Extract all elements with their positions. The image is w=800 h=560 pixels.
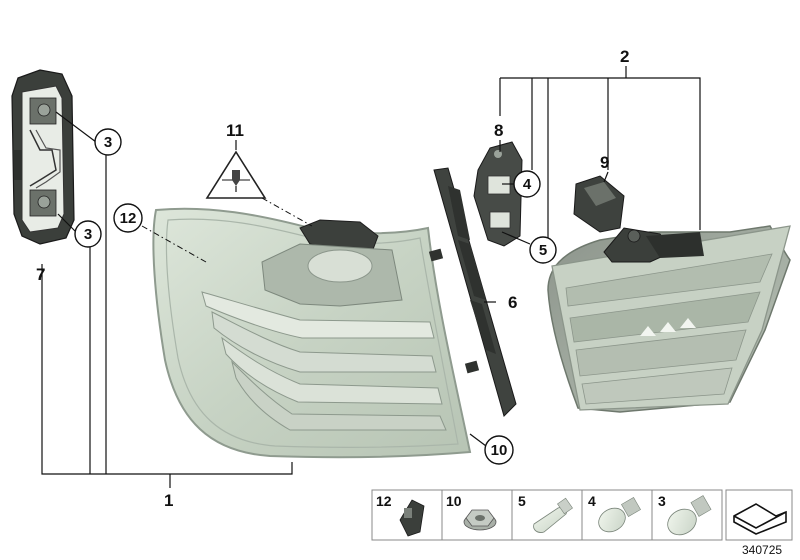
part-label-5: 5 bbox=[539, 242, 547, 259]
kit-legend: 12 10 5 4 3 bbox=[371, 489, 793, 541]
part-label-10: 10 bbox=[491, 442, 508, 459]
reference-number: 340725 bbox=[742, 543, 782, 557]
warning-triangle-icon bbox=[205, 150, 267, 199]
callout-3-lower: 3 bbox=[74, 220, 102, 248]
part-label-2: 2 bbox=[620, 47, 629, 66]
callout-3-upper: 3 bbox=[94, 128, 122, 156]
callout-12: 12 bbox=[113, 203, 143, 233]
callout-4: 4 bbox=[513, 170, 541, 198]
nut-icon bbox=[463, 509, 497, 531]
bulb-holder-icon bbox=[11, 69, 75, 245]
bulb-icon bbox=[598, 497, 641, 533]
bulb-icon bbox=[533, 497, 573, 533]
part-label-3b: 3 bbox=[84, 226, 92, 243]
part-label-8: 8 bbox=[494, 121, 503, 140]
lamp-housing-icon bbox=[547, 225, 791, 413]
part-label-7: 7 bbox=[36, 265, 45, 284]
kit-number-10: 10 bbox=[446, 493, 462, 509]
kit-number-12: 12 bbox=[376, 493, 392, 509]
callout-5: 5 bbox=[529, 236, 557, 264]
clip-icon bbox=[573, 175, 625, 233]
part-label-1: 1 bbox=[164, 491, 173, 510]
kit-number-4: 4 bbox=[588, 493, 596, 509]
clip-icon bbox=[399, 499, 425, 537]
part-label-12: 12 bbox=[120, 210, 137, 227]
leader-lines bbox=[41, 66, 701, 488]
socket-icon bbox=[473, 141, 523, 247]
part-label-11: 11 bbox=[226, 121, 244, 140]
kit-number-5: 5 bbox=[518, 493, 526, 509]
callout-10: 10 bbox=[484, 435, 514, 465]
lamp-housing-icon bbox=[152, 207, 472, 459]
bulb-icon bbox=[667, 495, 712, 536]
assembly-symbol-icon bbox=[725, 489, 793, 541]
part-label-3a: 3 bbox=[104, 134, 112, 151]
part-label-9: 9 bbox=[600, 153, 609, 172]
kit-number-3: 3 bbox=[658, 493, 666, 509]
gasket-icon bbox=[428, 167, 517, 417]
part-label-6: 6 bbox=[508, 293, 517, 312]
part-label-4: 4 bbox=[523, 176, 532, 193]
